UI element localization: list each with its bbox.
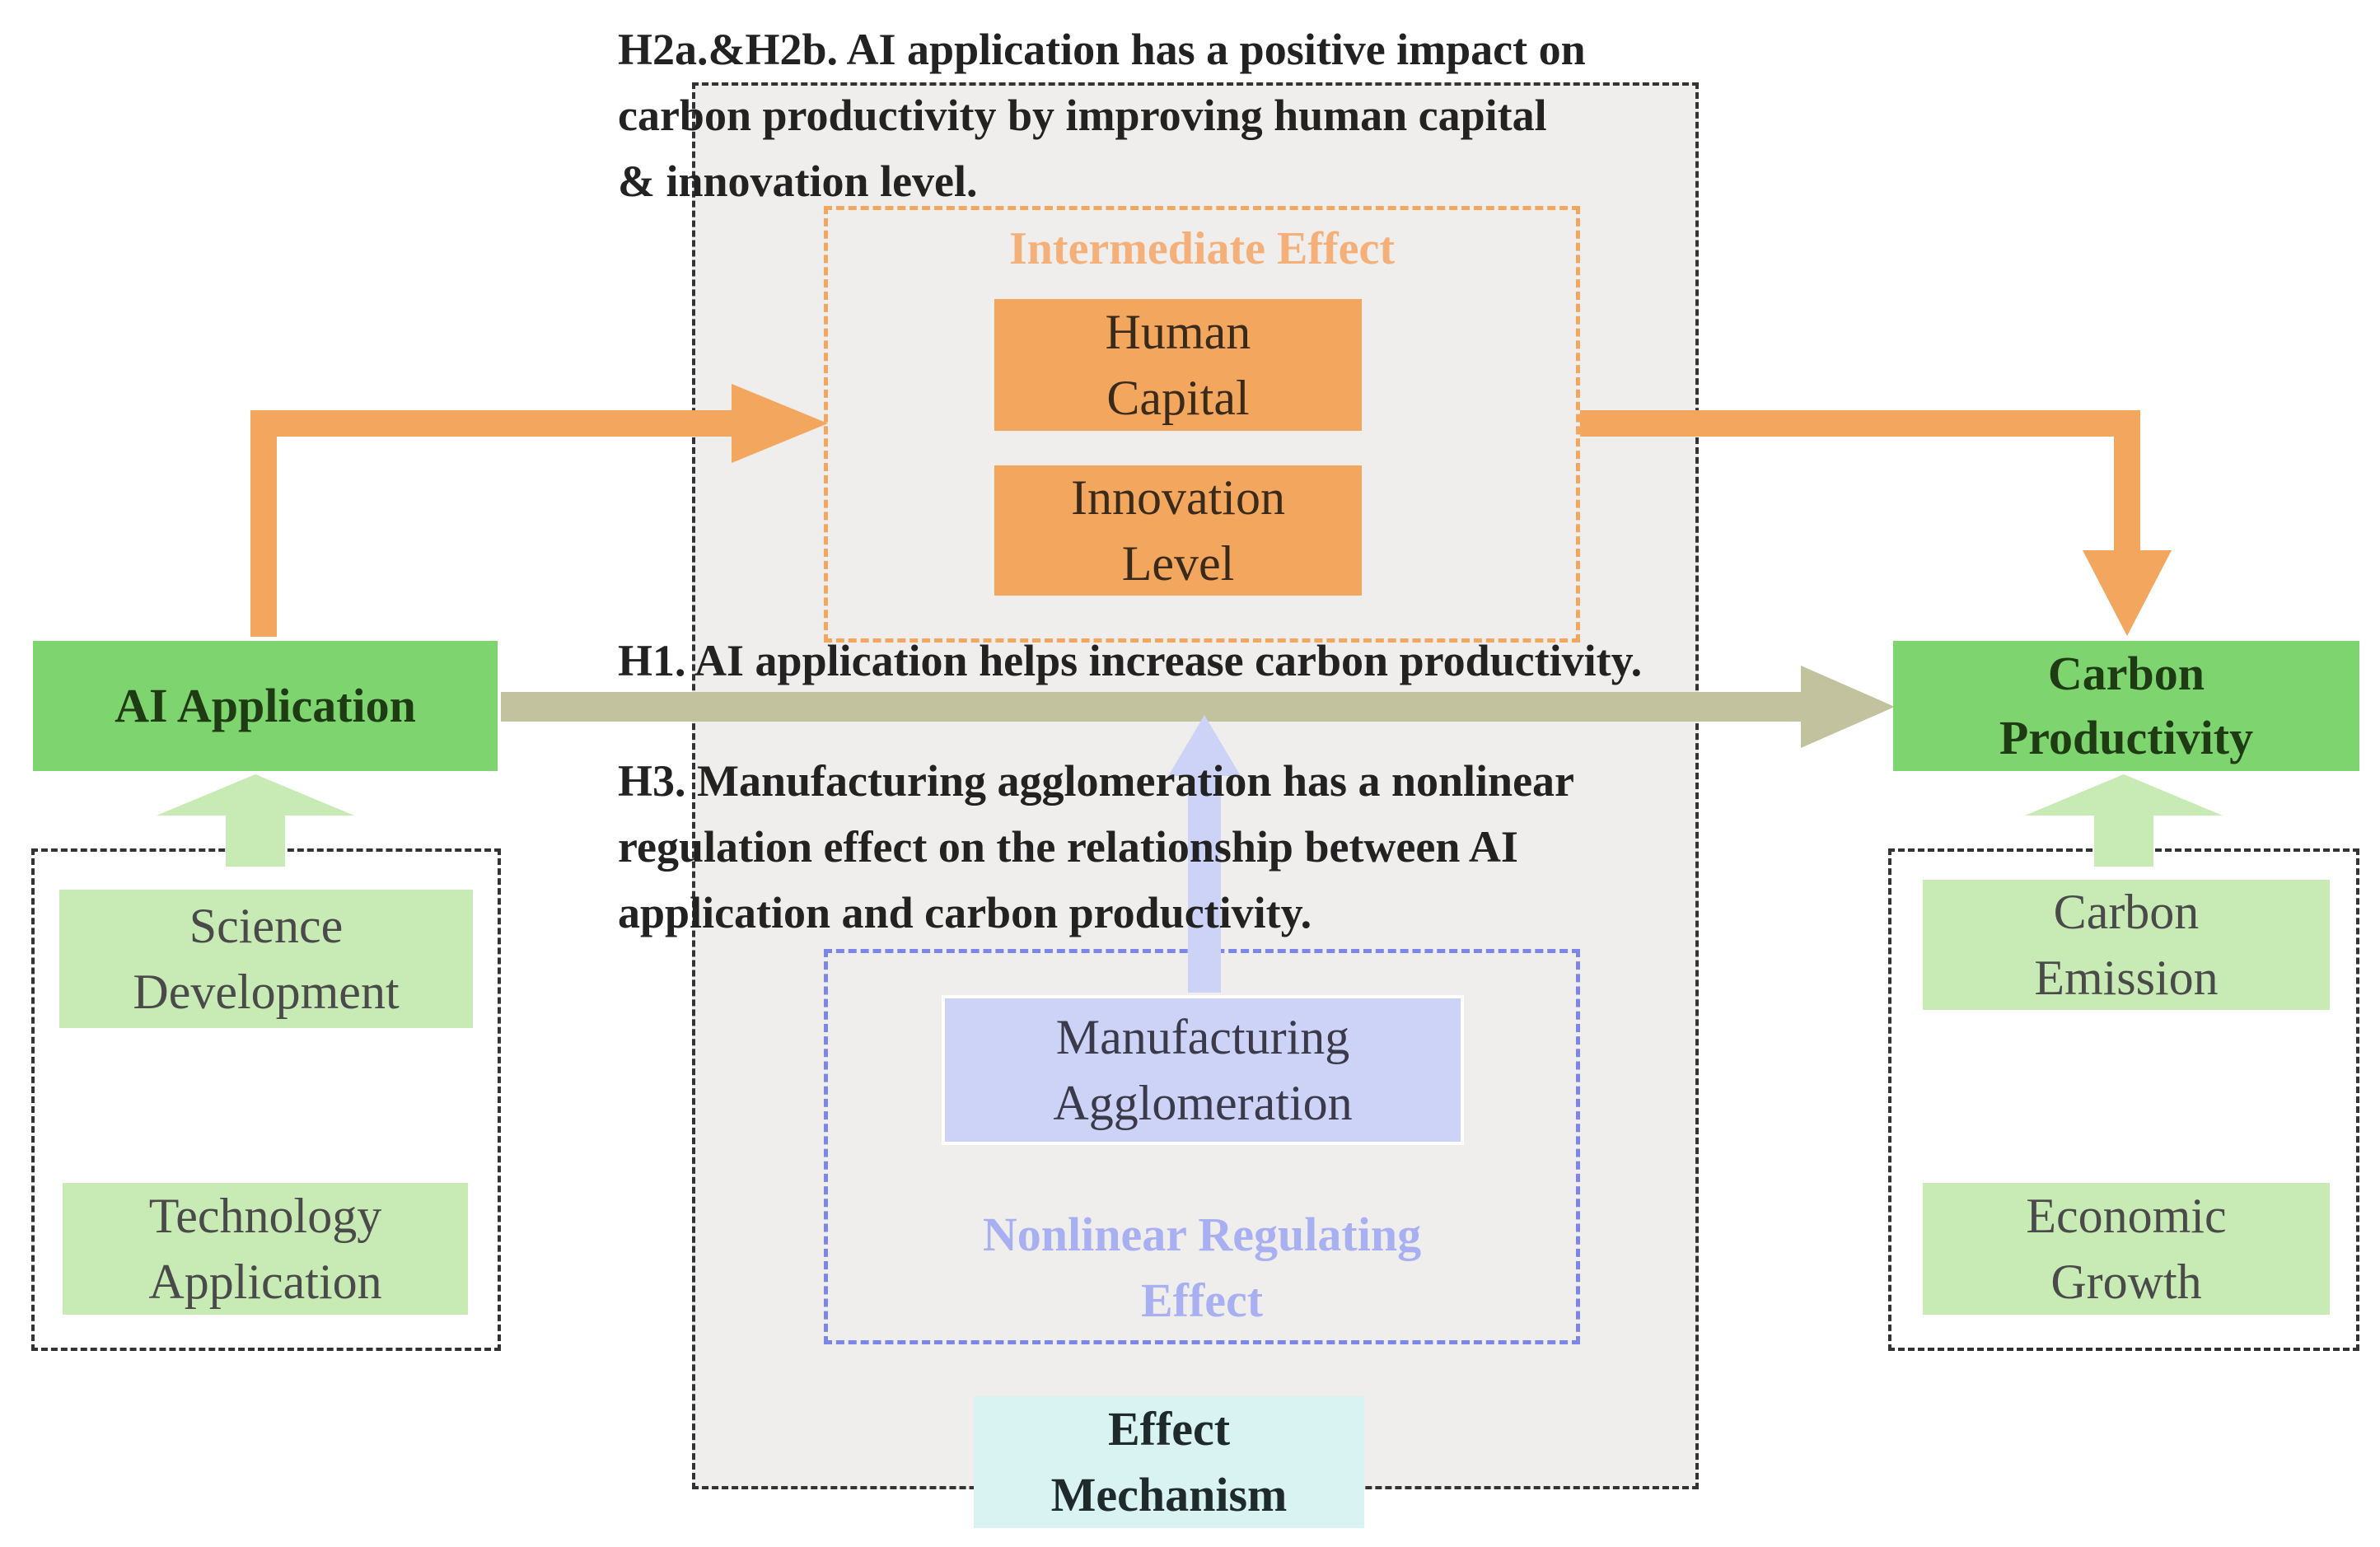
- economic-growth-line-1: Economic: [2026, 1189, 2227, 1243]
- effect-mechanism-line-1: Effect: [1107, 1402, 1231, 1456]
- h1-arrow-shaft: [501, 692, 1811, 722]
- carbon-productivity-line-2: Productivity: [1999, 711, 2254, 764]
- human-capital-line-2: Capital: [1106, 371, 1250, 425]
- ai-to-mediator-arrow-up: [250, 410, 277, 637]
- mediator-to-carbon-arrow-right: [1580, 410, 2140, 437]
- moderation-arrow-head: [1168, 715, 1241, 776]
- hypothesis-h2-line-1: H2a.&H2b. AI application has a positive …: [618, 25, 1586, 74]
- hypothesis-h3: H3. Manufacturing agglomeration has a no…: [618, 748, 1812, 946]
- manufacturing-line-1: Manufacturing: [1055, 1010, 1350, 1064]
- hypothesis-h2-line-2: carbon productivity by improving human c…: [618, 91, 1547, 140]
- ai-dimensions-arrow-head: [157, 774, 354, 816]
- human-capital-box: Human Capital: [994, 299, 1362, 431]
- innovation-level-line-1: Innovation: [1071, 470, 1285, 525]
- hypothesis-h3-line-3: application and carbon productivity.: [618, 888, 1312, 937]
- carbon-productivity-line-1: Carbon: [2047, 647, 2205, 700]
- science-line-1: Science: [189, 899, 344, 953]
- carbon-emission-line-1: Carbon: [2053, 885, 2200, 939]
- human-capital-line-1: Human: [1105, 305, 1251, 359]
- hypothesis-h3-line-1: H3. Manufacturing agglomeration has a no…: [618, 756, 1575, 806]
- mediator-to-carbon-arrow-down: [2114, 410, 2140, 559]
- science-line-2: Development: [133, 965, 400, 1019]
- nonlinear-title-line-1: Nonlinear Regulating: [982, 1208, 1422, 1261]
- economic-growth-line-2: Growth: [2050, 1255, 2202, 1309]
- nonlinear-title-line-2: Effect: [1140, 1274, 1264, 1327]
- hypothesis-h2-line-3: & innovation level.: [618, 157, 978, 206]
- ai-application-box: AI Application: [33, 641, 498, 771]
- economic-growth-box: Economic Growth: [1923, 1183, 2330, 1315]
- h1-arrow-head: [1801, 666, 1895, 748]
- innovation-level-line-2: Level: [1121, 536, 1235, 591]
- mediator-to-carbon-arrow-head: [2083, 550, 2172, 636]
- hypothesis-h1: H1. AI application helps increase carbon…: [618, 636, 1643, 685]
- moderation-arrow-shaft: [1188, 770, 1221, 993]
- technology-application-box: Technology Application: [63, 1183, 468, 1315]
- science-development-box: Science Development: [59, 890, 473, 1028]
- manufacturing-line-2: Agglomeration: [1053, 1076, 1353, 1130]
- intermediate-effect-title: Intermediate Effect: [1008, 223, 1395, 274]
- nonlinear-effect-title: Nonlinear Regulating Effect: [824, 1198, 1580, 1338]
- hypothesis-h3-line-2: regulation effect on the relationship be…: [618, 822, 1518, 872]
- carbon-emission-box: Carbon Emission: [1923, 880, 2330, 1010]
- ai-to-mediator-arrow-head: [732, 384, 828, 463]
- technology-line-2: Application: [148, 1255, 382, 1309]
- technology-line-1: Technology: [148, 1189, 382, 1243]
- carbon-emission-line-2: Emission: [2034, 951, 2219, 1005]
- manufacturing-agglomeration-box: Manufacturing Agglomeration: [942, 995, 1464, 1145]
- ai-application-label: AI Application: [115, 679, 416, 732]
- carbon-productivity-box: Carbon Productivity: [1893, 641, 2359, 771]
- carbon-dimensions-arrow-head: [2025, 774, 2223, 816]
- effect-mechanism-line-2: Mechanism: [1050, 1468, 1288, 1521]
- innovation-level-box: Innovation Level: [994, 465, 1362, 596]
- effect-mechanism-label: Effect Mechanism: [974, 1396, 1364, 1528]
- ai-to-mediator-arrow-right: [250, 410, 745, 437]
- hypothesis-h2: H2a.&H2b. AI application has a positive …: [618, 16, 1812, 214]
